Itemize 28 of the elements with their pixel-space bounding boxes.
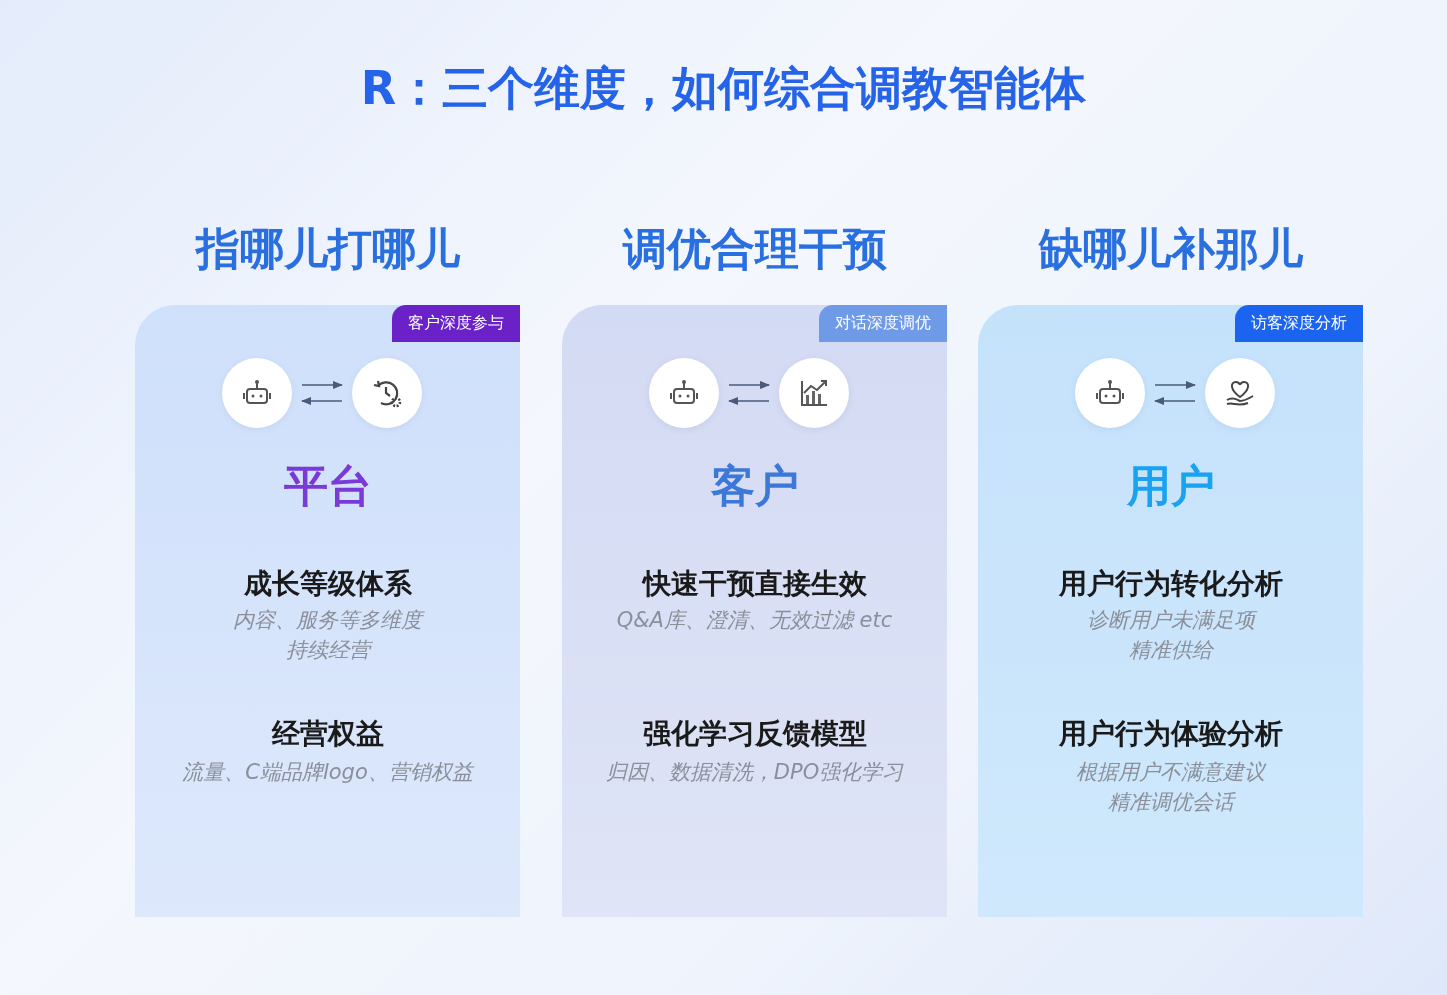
arrow (1154, 380, 1197, 390)
item-description: 归因、数据清洗，DPO强化学习 (604, 759, 905, 786)
corner-tag: 对话深度调优 (819, 305, 947, 342)
column-heading: 调优合理干预 (621, 222, 888, 276)
role-label: 平台 (283, 460, 372, 511)
arrow (300, 396, 343, 406)
item-title: 用户行为体验分析 (1058, 716, 1283, 752)
corner-tag: 客户深度参与 (392, 305, 520, 342)
column-heading: 指哪儿打哪儿 (194, 222, 462, 276)
arrow (301, 380, 344, 390)
role-label: 用户 (1126, 460, 1215, 511)
arrow (728, 380, 771, 390)
column-heading: 缺哪儿补那儿 (1037, 222, 1305, 276)
item-title: 经营权益 (271, 716, 384, 752)
arrow (727, 396, 770, 406)
corner-tag: 访客深度分析 (1235, 305, 1363, 342)
item-description: Q&A库、澄清、无效过滤 etc (615, 607, 894, 634)
item-description: 流量、C端品牌logo、营销权益 (181, 759, 476, 786)
item-description: 内容、服务等多维度持续经营 (228, 605, 427, 665)
item-title: 强化学习反馈模型 (642, 716, 867, 752)
slide-title: R：三个维度，如何综合调教智能体 (360, 60, 1087, 117)
role-label: 客户 (710, 460, 799, 511)
item-title: 快速干预直接生效 (642, 566, 867, 602)
item-title: 用户行为转化分析 (1058, 566, 1283, 602)
item-title: 成长等级体系 (243, 566, 412, 602)
arrow (1153, 396, 1196, 406)
item-description: 诊断用户未满足项精准供给 (1081, 605, 1260, 665)
item-description: 根据用户不满意建议精准调优会话 (1075, 759, 1268, 816)
